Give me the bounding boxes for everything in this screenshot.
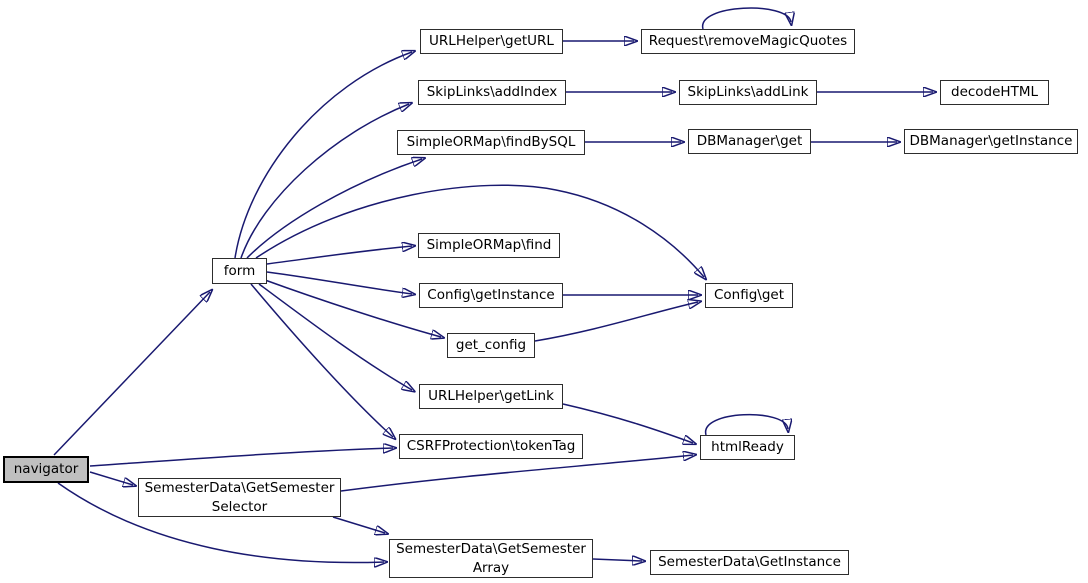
edge-request-removemagicquotes-self-loop bbox=[702, 7, 791, 30]
node-dbmanager-getinstance[interactable]: DBManager\getInstance bbox=[904, 129, 1078, 154]
edge-form-get-config bbox=[264, 279, 441, 337]
node-skiplinks-addlink[interactable]: SkipLinks\addLink bbox=[679, 80, 817, 105]
edge-navigator-semesterdata-getsemesterarray bbox=[57, 482, 384, 563]
edge-form-config-get bbox=[255, 184, 704, 277]
edge-semesterdata-getsemesterarray-semesterdata-getinstance bbox=[592, 559, 642, 561]
edge-navigator-semesterdata-getsemesterselector bbox=[89, 471, 133, 485]
node-request-removemagicquotes[interactable]: Request\removeMagicQuotes bbox=[641, 29, 855, 54]
node-form[interactable]: form bbox=[212, 258, 267, 284]
node-csrfprotection-tokentag[interactable]: CSRFProtection\tokenTag bbox=[399, 434, 583, 459]
edge-form-simpleormap-find bbox=[266, 246, 412, 265]
edge-form-config-getinstance bbox=[266, 271, 412, 294]
edge-semesterdata-getsemesterselector-htmlready bbox=[340, 455, 693, 492]
edge-urlhelper-getlink-htmlready bbox=[562, 403, 693, 443]
edge-get-config-config-get bbox=[534, 302, 698, 342]
node-semesterdata-getsemesterarray[interactable]: SemesterData\GetSemester Array bbox=[389, 539, 593, 578]
edge-navigator-form bbox=[53, 292, 210, 456]
node-skiplinks-addindex[interactable]: SkipLinks\addIndex bbox=[418, 80, 566, 105]
edge-htmlready-self-loop bbox=[705, 413, 788, 436]
node-config-getinstance[interactable]: Config\getInstance bbox=[419, 283, 563, 308]
edge-form-urlhelper-geturl bbox=[234, 52, 412, 259]
node-config-get[interactable]: Config\get bbox=[705, 283, 793, 308]
node-decodehtml[interactable]: decodeHTML bbox=[940, 80, 1049, 105]
node-simpleormap-findbysql[interactable]: SimpleORMap\findBySQL bbox=[397, 130, 585, 155]
node-htmlready[interactable]: htmlReady bbox=[700, 435, 795, 460]
edge-form-skiplinks-addindex bbox=[240, 104, 409, 259]
node-urlhelper-getlink[interactable]: URLHelper\getLink bbox=[419, 384, 563, 409]
edge-form-simpleormap-findbysql bbox=[246, 159, 422, 259]
node-get-config[interactable]: get_config bbox=[447, 333, 535, 358]
node-semesterdata-getinstance[interactable]: SemesterData\GetInstance bbox=[650, 550, 849, 575]
node-urlhelper-geturl[interactable]: URLHelper\getURL bbox=[420, 29, 563, 54]
node-navigator[interactable]: navigator bbox=[3, 456, 89, 483]
edge-form-csrfprotection-tokentag bbox=[250, 283, 393, 437]
edge-semesterdata-getsemesterselector-semesterdata-getsemesterarray bbox=[332, 516, 385, 533]
node-semesterdata-getsemesterselector[interactable]: SemesterData\GetSemester Selector bbox=[138, 478, 341, 517]
edge-navigator-csrfprotection-tokentag bbox=[89, 448, 393, 467]
edge-form-urlhelper-getlink bbox=[258, 283, 412, 390]
node-simpleormap-find[interactable]: SimpleORMap\find bbox=[418, 233, 560, 258]
node-dbmanager-get[interactable]: DBManager\get bbox=[688, 129, 811, 154]
